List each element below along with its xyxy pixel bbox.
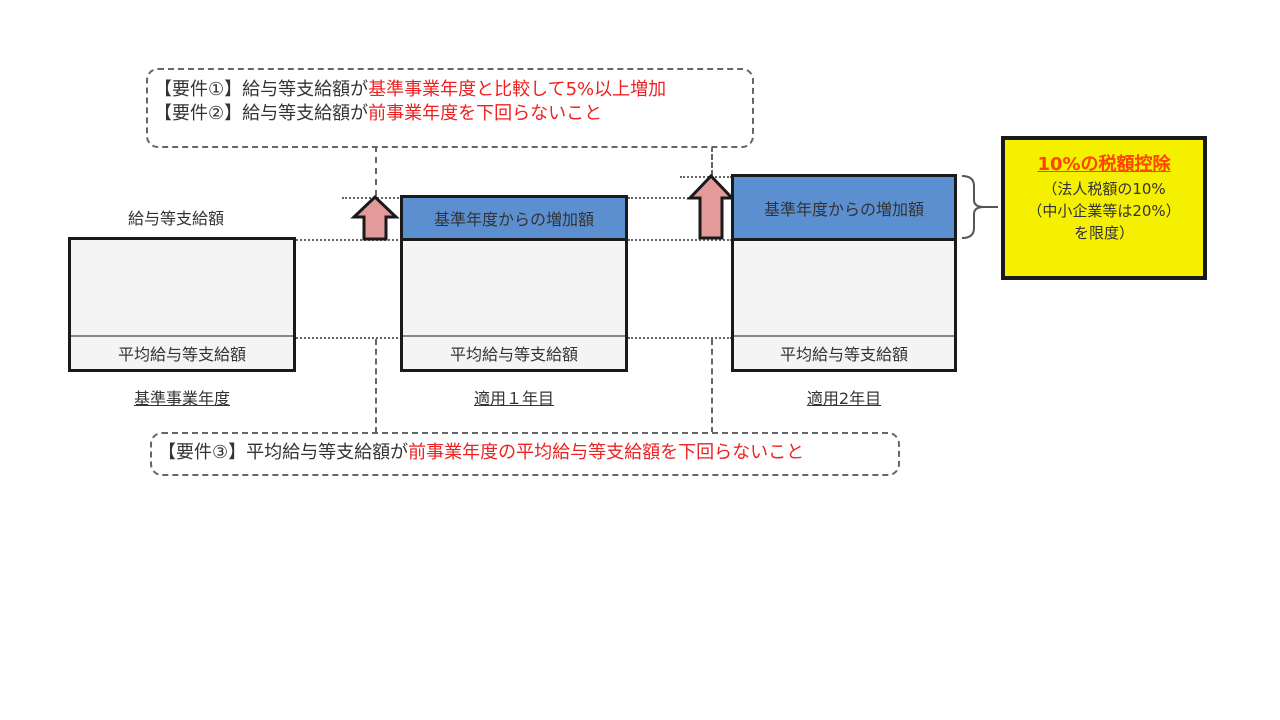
requirements-box-top: 【要件①】給与等支給額が基準事業年度と比較して5%以上増加 【要件②】給与等支給… bbox=[146, 68, 754, 148]
guide-line-top-1b bbox=[628, 197, 732, 199]
avg-salary-segment: 平均給与等支給額 bbox=[734, 335, 954, 369]
tax-credit-line: を限度） bbox=[1073, 224, 1134, 242]
avg-salary-segment: 平均給与等支給額 bbox=[71, 335, 293, 369]
bar-caption-year-1: 適用１年目 bbox=[473, 389, 554, 408]
connector-req3-a bbox=[375, 339, 377, 433]
increase-segment: 基準年度からの増加額 bbox=[734, 177, 954, 241]
tax-credit-line: （法人税額の10% bbox=[1042, 180, 1166, 198]
connector-req2 bbox=[711, 146, 713, 176]
increase-segment: 基準年度からの増加額 bbox=[403, 198, 625, 241]
tax-credit-line: （中小企業等は20%） bbox=[1027, 202, 1181, 220]
guide-line-avg bbox=[296, 337, 402, 339]
guide-line-base-top bbox=[296, 239, 402, 241]
connector-req1 bbox=[375, 146, 377, 196]
guide-line-base-top-b bbox=[628, 239, 732, 241]
requirement-1-highlight: 基準事業年度と比較して5%以上増加 bbox=[368, 79, 667, 100]
requirement-3-highlight: 前事業年度の平均給与等支給額を下回らないこと bbox=[408, 442, 805, 463]
bar-caption-base-year: 基準事業年度 bbox=[133, 389, 230, 408]
requirement-1: 【要件①】給与等支給額が基準事業年度と比較して5%以上増加 bbox=[154, 79, 667, 100]
requirement-2: 【要件②】給与等支給額が前事業年度を下回らないこと bbox=[154, 103, 603, 124]
guide-line-top-2 bbox=[680, 176, 732, 178]
connector-req3-b bbox=[711, 339, 713, 433]
requirements-box-bottom: 【要件③】平均給与等支給額が前事業年度の平均給与等支給額を下回らないこと bbox=[150, 432, 900, 476]
bar-caption-year-2: 適用2年目 bbox=[806, 389, 882, 408]
requirement-2-highlight: 前事業年度を下回らないこと bbox=[368, 103, 603, 124]
bar-base-year: 平均給与等支給額 bbox=[68, 237, 296, 372]
avg-salary-segment: 平均給与等支給額 bbox=[403, 335, 625, 369]
guide-line-avg-b bbox=[628, 337, 732, 339]
up-arrow-icon bbox=[350, 195, 400, 241]
bar-year-1: 基準年度からの増加額 平均給与等支給額 bbox=[400, 195, 628, 372]
bar-year-2: 基準年度からの増加額 平均給与等支給額 bbox=[731, 174, 957, 372]
up-arrow-icon bbox=[686, 174, 736, 240]
salary-label: 給与等支給額 bbox=[128, 209, 225, 228]
tax-credit-title: 10%の税額控除 bbox=[1037, 154, 1171, 175]
brace-icon bbox=[961, 175, 998, 239]
tax-credit-box: 10%の税額控除 （法人税額の10% （中小企業等は20%） を限度） bbox=[1001, 136, 1207, 280]
